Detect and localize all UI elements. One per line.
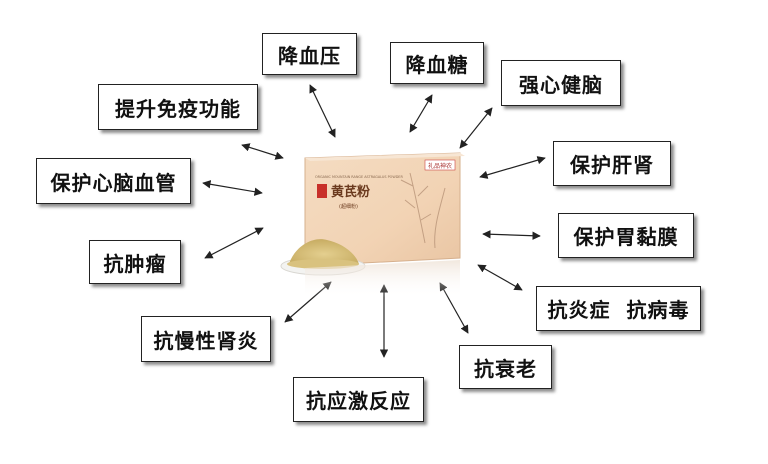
product-title: 黄芪粉 <box>331 184 370 200</box>
arrow-jiangxuetang <box>409 94 433 133</box>
benefit-box-anti-inflammation-virus: 抗炎症 抗病毒 <box>536 286 701 331</box>
arrow-mianyi <box>241 143 284 160</box>
benefit-label: 保护肝肾 <box>570 153 654 177</box>
benefit-label: 强心健脑 <box>519 72 603 97</box>
benefit-label: 抗应激反应 <box>306 389 411 413</box>
arrow-yanzheng <box>477 264 523 291</box>
product-english-name: ORGANIC MOUNTAIN RANGE ASTRAGALUS POWDER <box>315 175 403 179</box>
benefit-label: 保护胃黏膜 <box>573 225 679 249</box>
benefit-box-heart-brain: 强心健脑 <box>501 60 621 106</box>
arrow-weinianmo <box>482 230 541 240</box>
benefit-label: 抗肿瘤 <box>103 251 167 276</box>
benefit-box-immunity: 提升免疫功能 <box>98 84 258 130</box>
benefit-box-lower-blood-sugar: 降血糖 <box>390 42 484 84</box>
arrow-qiangxin <box>459 107 493 149</box>
benefit-label: 抗炎症 抗病毒 <box>547 298 690 322</box>
benefit-label: 降血压 <box>278 43 341 68</box>
benefit-box-anti-tumor: 抗肿瘤 <box>89 240 181 284</box>
benefit-label: 降血糖 <box>405 52 469 77</box>
benefit-label: 保护心脑血管 <box>50 170 177 195</box>
arrow-zhongliu <box>204 227 264 259</box>
benefit-box-liver-kidney: 保护肝肾 <box>553 141 671 186</box>
benefit-box-anti-aging: 抗衰老 <box>459 345 552 389</box>
benefit-label: 提升免疫功能 <box>115 96 241 121</box>
arrow-xinnao <box>202 180 263 196</box>
benefit-label: 抗衰老 <box>474 356 537 381</box>
astragalus-powder-product-image: 礼品神农 ORGANIC MOUNTAIN RANGE ASTRAGALUS P… <box>280 152 465 298</box>
benefit-box-gastric-mucosa: 保护胃黏膜 <box>558 213 694 258</box>
benefit-box-anti-stress: 抗应激反应 <box>293 377 424 422</box>
arrow-ganshen <box>479 156 546 179</box>
product-subtitle: (超细粉) <box>339 203 358 210</box>
benefit-box-cardiovascular: 保护心脑血管 <box>36 158 191 204</box>
benefit-label: 抗慢性肾炎 <box>153 328 259 353</box>
arrow-jiangxueya <box>309 84 336 138</box>
brand-stamp: 礼品神农 <box>428 162 452 170</box>
benefit-box-chronic-nephritis: 抗慢性肾炎 <box>141 316 271 362</box>
benefit-box-lower-blood-pressure: 降血压 <box>262 33 357 75</box>
